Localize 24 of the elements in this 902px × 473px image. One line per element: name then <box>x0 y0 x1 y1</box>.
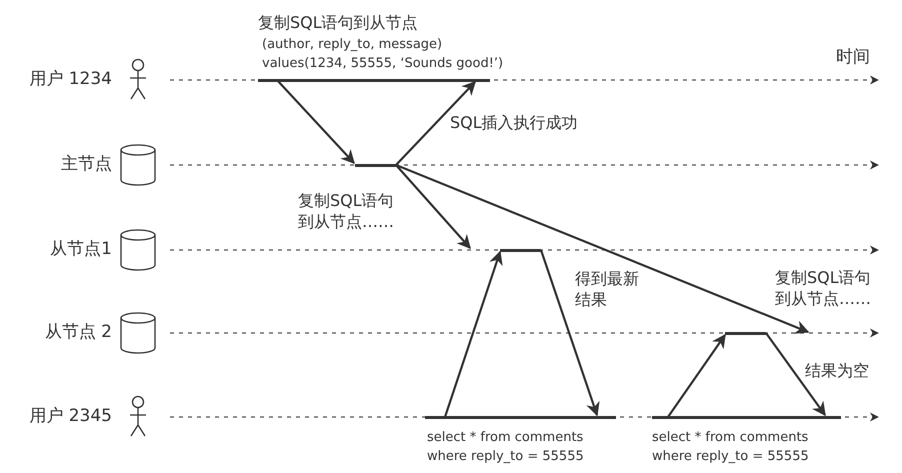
query-text: select * from comments where reply_to = 55555 <box>427 429 585 466</box>
activity-bar <box>500 248 541 252</box>
activity-bar <box>652 416 841 418</box>
arrow <box>667 334 726 418</box>
participant-label: 主节点 <box>61 154 112 175</box>
participant-label: 用户 2345 <box>29 406 112 427</box>
participant-label: 用户 1234 <box>29 69 112 90</box>
arrow <box>396 164 810 334</box>
arrow <box>444 250 503 418</box>
arrow <box>540 250 600 416</box>
query-text: 复制SQL语句到从节点 <box>258 12 419 33</box>
participant-label: 从节点 2 <box>44 322 112 343</box>
activity-bar <box>725 332 766 334</box>
arrow <box>765 332 826 416</box>
arrow <box>395 80 476 166</box>
query-text: select * from comments where reply_to = 55555 <box>652 429 810 466</box>
participant-label: 从节点1 <box>50 239 112 260</box>
query-text: (author, reply_to, message) values(1234, 55555, ‘Sounds good!’) <box>262 36 504 73</box>
axis-label: 时间 <box>836 47 870 68</box>
activity-bar <box>355 164 396 166</box>
activity-bar <box>425 416 616 418</box>
arrow <box>276 79 355 164</box>
arrow <box>395 164 471 250</box>
activity-bar <box>258 78 490 82</box>
